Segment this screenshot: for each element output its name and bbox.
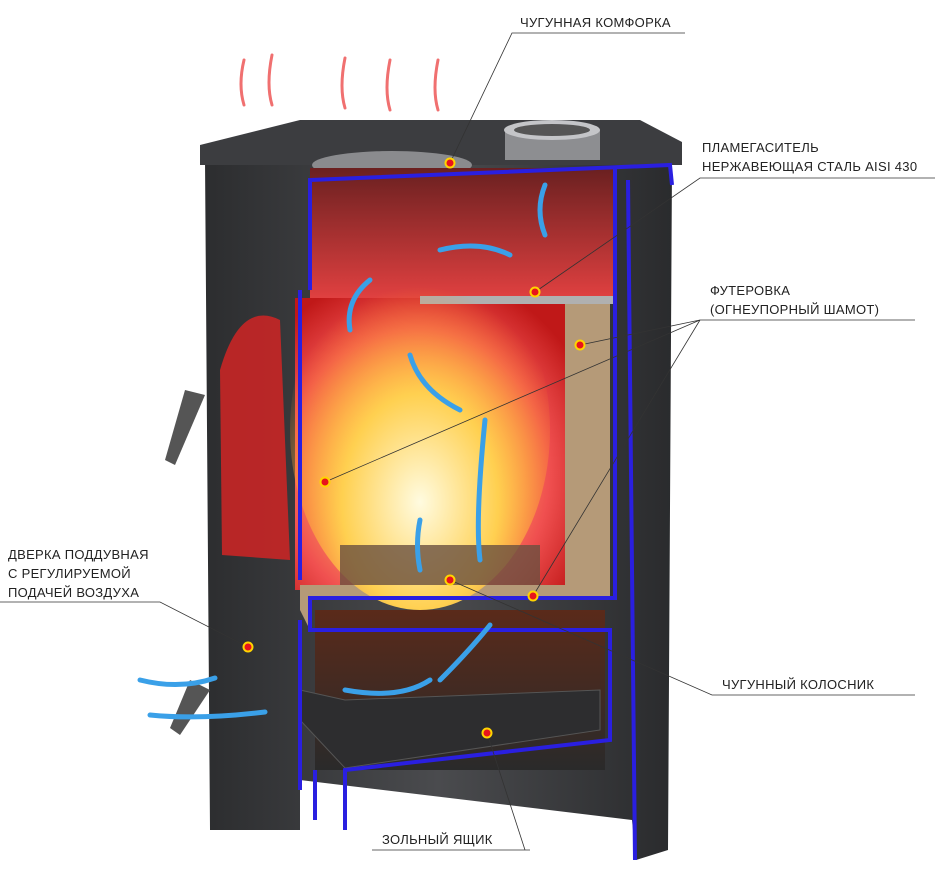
dot-ash-door [242, 641, 254, 653]
dot-lining-3 [527, 590, 539, 602]
label-lining-1: ФУТЕРОВКА [710, 283, 790, 298]
flames [290, 250, 550, 610]
section-outline [298, 162, 674, 861]
label-ash-door-1: ДВЕРКА ПОДДУВНАЯ [8, 547, 149, 562]
callout-dots [242, 157, 586, 739]
side-door-glass [220, 315, 290, 560]
dot-lining-1 [574, 339, 586, 351]
leader-lines [0, 32, 935, 851]
label-ash-box: ЗОЛЬНЫЙ ЯЩИК [382, 832, 493, 847]
dot-ash-box [481, 727, 493, 739]
heat-arrows [239, 53, 440, 112]
label-cooktop: ЧУГУННАЯ КОМФОРКА [520, 15, 671, 30]
dot-cooktop [444, 157, 456, 169]
label-grate: ЧУГУННЫЙ КОЛОСНИК [722, 677, 874, 692]
dot-baffle [529, 286, 541, 298]
label-ash-door-3: ПОДАЧЕЙ ВОЗДУХА [8, 585, 139, 600]
door-handle [165, 390, 205, 465]
label-baffle-1: ПЛАМЕГАСИТЕЛЬ [702, 140, 819, 155]
ash-door-handle [170, 680, 210, 735]
baffle [420, 296, 615, 304]
label-ash-door-2: С РЕГУЛИРУЕМОЙ [8, 566, 131, 581]
air-flow-arrows [137, 182, 548, 720]
label-lining-2: (ОГНЕУПОРНЫЙ ШАМОТ) [710, 302, 879, 317]
grate-logs [340, 545, 540, 585]
dot-grate [444, 574, 456, 586]
label-baffle-2: НЕРЖАВЕЮЩАЯ СТАЛЬ AISI 430 [702, 159, 917, 174]
dot-lining-2 [319, 476, 331, 488]
